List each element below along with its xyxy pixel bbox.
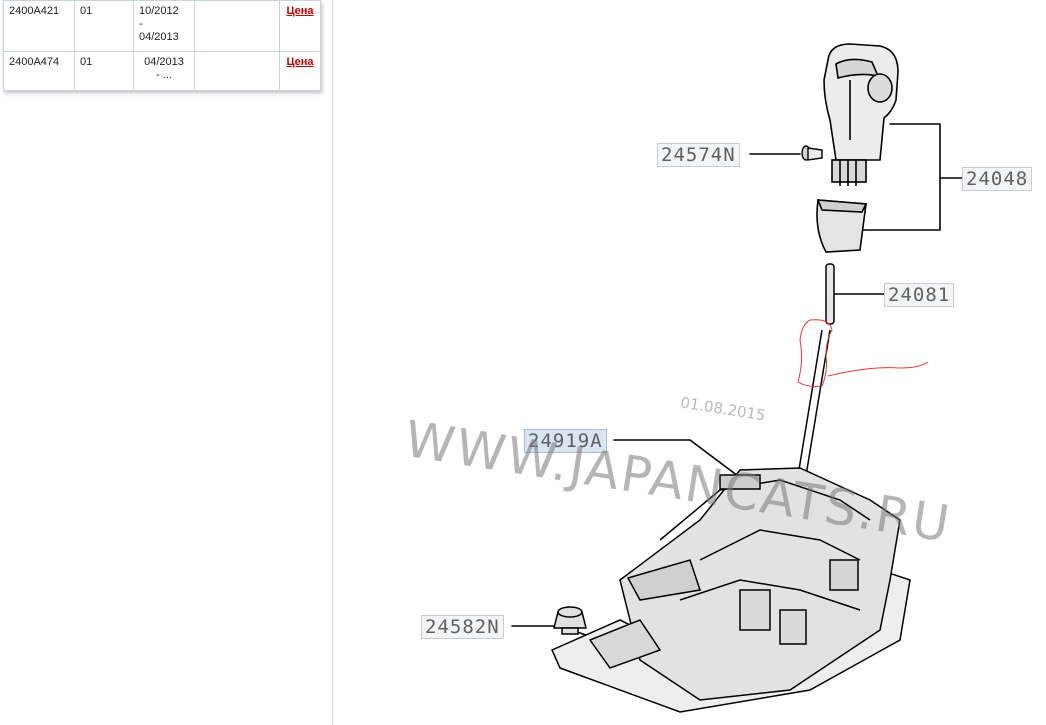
date-line: 04/2013 <box>139 31 179 43</box>
callout-24574n[interactable]: 24574N <box>657 143 740 167</box>
leader-line-24919a-end <box>689 439 739 477</box>
nut-icon <box>553 606 587 635</box>
part-date-range: 10/2012 - 04/2013 <box>133 0 195 52</box>
callout-24582n[interactable]: 24582N <box>421 615 504 639</box>
parts-table-container: 2400A421 01 10/2012 - 04/2013 Цена 2400A… <box>3 0 321 91</box>
table-row[interactable]: 2400A474 01 04/2013 - ... Цена <box>3 51 321 91</box>
part-date-range: 04/2013 - ... <box>133 51 195 91</box>
screw-icon <box>801 145 823 161</box>
part-quantity: 01 <box>74 51 134 91</box>
callout-24081[interactable]: 24081 <box>884 283 955 307</box>
callout-24919a[interactable]: 24919A <box>524 429 607 453</box>
part-note <box>194 51 280 91</box>
date-line: 10/2012 <box>139 5 179 17</box>
parts-table: 2400A421 01 10/2012 - 04/2013 Цена 2400A… <box>3 0 321 91</box>
knob-cover <box>816 199 868 253</box>
table-row[interactable]: 2400A421 01 10/2012 - 04/2013 Цена <box>3 0 321 52</box>
part-number: 2400A421 <box>3 0 75 52</box>
shift-knob <box>823 43 899 186</box>
price-cell: Цена <box>279 0 321 52</box>
leader-line-24048 <box>859 123 941 231</box>
shift-rod <box>793 263 835 501</box>
callout-24048[interactable]: 24048 <box>962 167 1033 191</box>
date-line: - ... <box>156 69 172 81</box>
date-line: - <box>139 18 143 30</box>
price-link[interactable]: Цена <box>286 5 314 17</box>
part-note <box>194 0 280 52</box>
price-link[interactable]: Цена <box>286 56 314 68</box>
price-cell: Цена <box>279 51 321 91</box>
shift-lever-base <box>551 467 911 713</box>
date-line: 04/2013 <box>144 56 184 68</box>
part-number: 2400A474 <box>3 51 75 91</box>
parts-list-pane: 2400A421 01 10/2012 - 04/2013 Цена 2400A… <box>0 0 333 725</box>
red-annotation <box>797 319 929 387</box>
